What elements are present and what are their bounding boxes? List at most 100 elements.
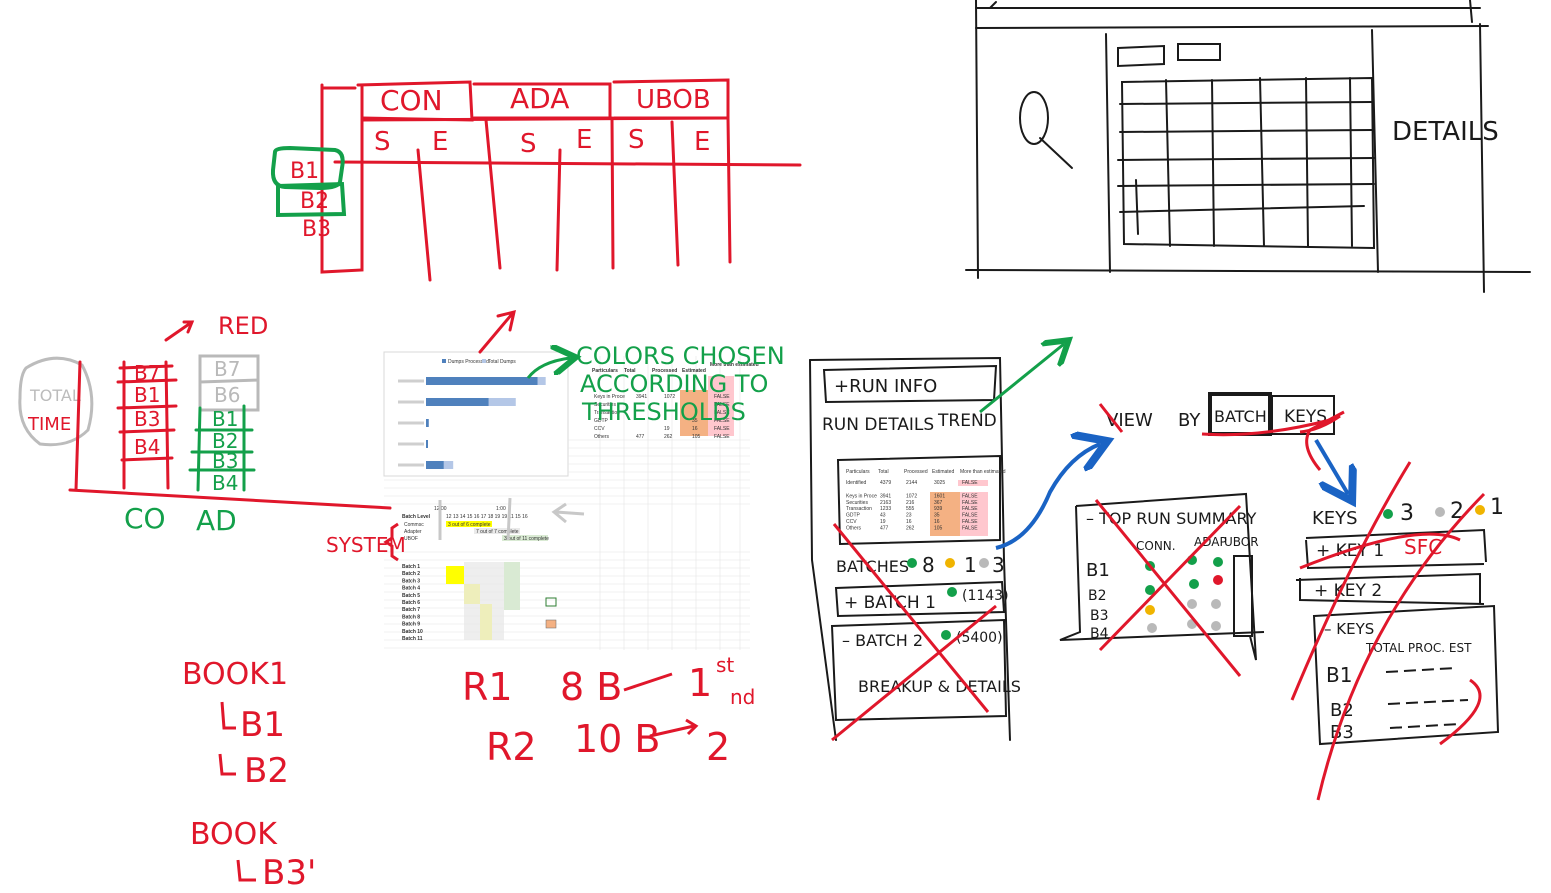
co-stack-item: B3 [134, 407, 160, 431]
mini-cell: FALSE [962, 493, 978, 499]
status-dot-green [907, 558, 917, 568]
mini-cell: 477 [880, 525, 889, 531]
keys-count: 1 [1490, 495, 1504, 520]
view-tabs: VIEW BY BATCH KEYS [1098, 392, 1345, 471]
top-table-labels: CON ADA UBOB S E S E S E B1 B2 B3 [290, 82, 711, 242]
key2-row[interactable]: + KEY 2 [1314, 581, 1382, 601]
tab-batch[interactable]: BATCH [1214, 407, 1267, 426]
batch-count: 3 [992, 553, 1005, 577]
keys-group[interactable]: – KEYS [1324, 620, 1374, 638]
sheet-batch: Batch 6 [402, 600, 420, 606]
mini-col: Total [878, 469, 889, 475]
mini-cell: Transaction [846, 506, 872, 512]
sheet-cell: FALSE [714, 394, 730, 400]
sheet-cell: 16 [692, 426, 698, 432]
details-label: DETAILS [1392, 117, 1499, 147]
sheet-grid [384, 356, 750, 650]
sheet-batch: Batch 7 [402, 607, 420, 613]
batch-count: 8 [922, 553, 935, 577]
sheet-col: More than estimated [710, 362, 759, 368]
mini-cell: 367 [934, 500, 943, 506]
green-arrow-trend [979, 344, 1064, 414]
mini-cell: 555 [906, 506, 915, 512]
ad-green-item: B1 [212, 407, 238, 431]
sheet-table: Particulars Total Processed Estimated Mo… [592, 362, 759, 440]
row-label: B1 [290, 159, 319, 184]
r-notes: R1 8 B 1 st R2 10 B 2 nd [462, 653, 755, 769]
batch-count: 1 [964, 553, 977, 577]
book-name: BOOK [190, 817, 278, 852]
sheet-cell: Securities [594, 402, 616, 408]
sheet-processed-bar [426, 461, 444, 469]
mini-cell: 1072 [906, 493, 917, 499]
batch2-row[interactable]: – BATCH 2 [842, 631, 923, 650]
summary-title: – TOP RUN SUMMARY [1086, 509, 1257, 528]
sheet-cell: FALSE [714, 426, 730, 432]
colors-note: COLORS CHOSEN ACCORDING TO THRESHOLDS [576, 342, 785, 426]
mini-cell: FALSE [962, 480, 978, 486]
run-info-button[interactable]: +RUN INFO [834, 376, 937, 397]
row-label: B2 [300, 189, 329, 214]
note-line: ACCORDING TO [580, 370, 768, 398]
co-stack-item: B1 [134, 383, 160, 407]
mini-cell: Keys in Proce [846, 493, 877, 499]
sheet-batch: Batch 11 [402, 636, 423, 642]
mini-cell: Securities [846, 500, 868, 506]
mini-cell: FALSE [962, 525, 978, 531]
mini-col: More than estimated [960, 469, 1006, 475]
sheet-system-status [502, 535, 548, 541]
mini-cell: 3941 [880, 493, 891, 499]
sheet-col: Estimated [682, 368, 706, 374]
sheet-cell: 105 [692, 434, 701, 440]
sheet-cell: Keys in Proce [594, 394, 625, 400]
sheet-system-status [446, 521, 492, 527]
sheet-cell: 35 [692, 418, 698, 424]
batch-level-label: Batch Level [402, 514, 431, 520]
mini-cell: 1601 [934, 493, 945, 499]
green-row-highlight [270, 145, 347, 218]
batch1-row[interactable]: + BATCH 1 [844, 593, 936, 613]
top-table-sketch [320, 78, 802, 282]
sheet-processed-bar [426, 398, 489, 406]
keys-panel: KEYS 3 2 1 + KEY 1 SFC + KEY 2 – KEYS TO… [1290, 461, 1504, 801]
mini-cell: 216 [906, 500, 915, 506]
books-list: BOOK1 B1 B2 BOOK B3' [182, 657, 316, 893]
mini-cell: 3025 [934, 480, 945, 486]
sheet-cell: GDTP [594, 418, 609, 424]
tab-by[interactable]: BY [1178, 410, 1201, 431]
status-dot-yellow [945, 558, 955, 568]
subheader-label: E [432, 127, 448, 157]
tab-trend[interactable]: TREND [937, 411, 997, 431]
subheader-label: E [576, 125, 592, 155]
status-dot-green [941, 630, 951, 640]
sheet-chart-area [383, 351, 569, 477]
sheet-system-status: 3 out of 6 complete [448, 522, 491, 528]
mini-cell: 19 [880, 519, 886, 525]
ad-green-item: B2 [212, 429, 238, 453]
subheader-label: S [628, 125, 645, 155]
sheet-system: Adapter [404, 529, 422, 535]
sheet-batch: Batch 1 [402, 564, 420, 570]
mini-cell: 43 [880, 513, 886, 519]
batches-row: BATCHES 8 1 3 [836, 553, 1005, 577]
sheet-batch: Batch 8 [402, 614, 420, 620]
co-stack-item: B7 [134, 361, 160, 385]
green-arrow [526, 358, 570, 379]
mini-cell: Identified [846, 480, 867, 486]
sheet-batch: Batch 9 [402, 622, 420, 628]
mini-cell: 23 [906, 513, 912, 519]
r1-superscript: st [716, 653, 734, 677]
sheet-system: UBOF [404, 536, 418, 542]
mini-cell: 2163 [880, 500, 891, 506]
sheet-cell: FALSE [714, 434, 730, 440]
book-name: BOOK1 [182, 657, 288, 692]
co-stack-item: B4 [134, 435, 160, 459]
sheet-processed-bar [426, 419, 429, 427]
book-item: B2 [244, 751, 289, 791]
sheet-system-status [474, 528, 520, 534]
red-label: RED [218, 312, 268, 340]
bar-sketch: TOTAL TIME RED B7 B1 B3 B4 B7 B6 B1 B2 B… [18, 312, 392, 537]
tab-run-details[interactable]: RUN DETAILS [822, 415, 934, 435]
